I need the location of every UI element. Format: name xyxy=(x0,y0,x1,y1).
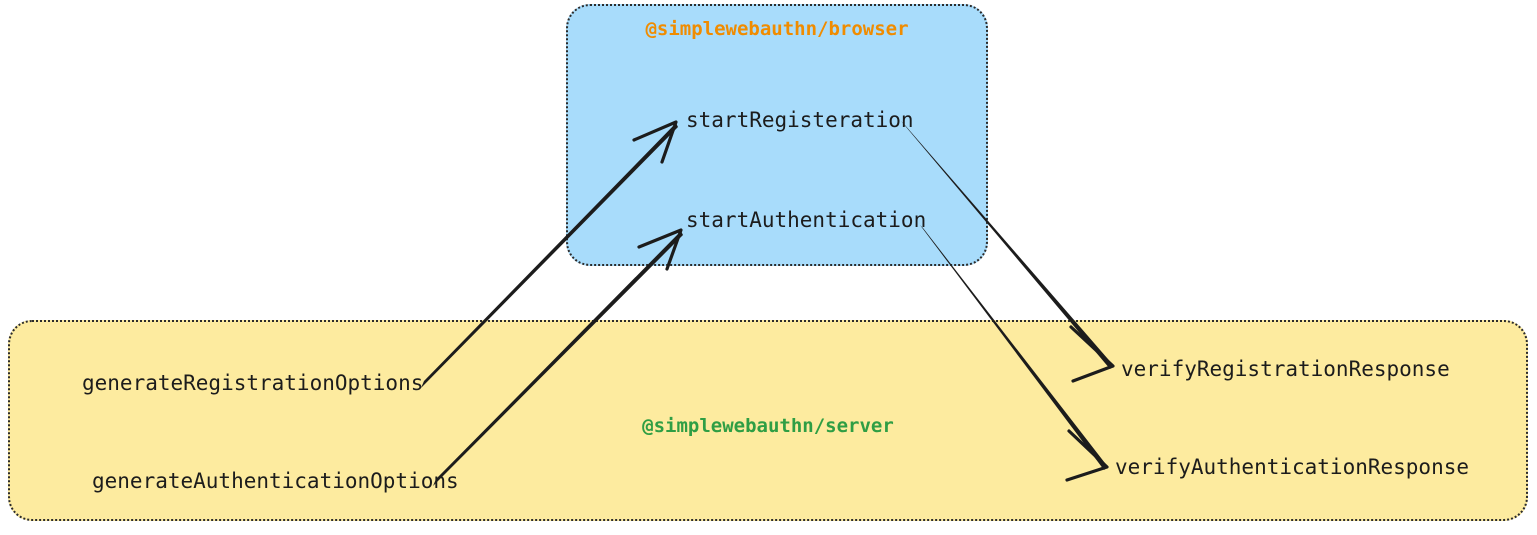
node-generate-registration-options[interactable]: generateRegistrationOptions xyxy=(82,371,424,395)
node-start-registration[interactable]: startRegisteration xyxy=(686,108,914,132)
package-title-browser: @simplewebauthn/browser xyxy=(645,18,909,40)
node-verify-registration-response[interactable]: verifyRegistrationResponse xyxy=(1121,357,1450,381)
package-box-server xyxy=(8,320,1528,521)
node-start-authentication[interactable]: startAuthentication xyxy=(686,208,927,232)
node-verify-authentication-response[interactable]: verifyAuthenticationResponse xyxy=(1115,455,1470,479)
package-title-server: @simplewebauthn/server xyxy=(642,415,894,437)
node-generate-authentication-options[interactable]: generateAuthenticationOptions xyxy=(92,469,459,493)
